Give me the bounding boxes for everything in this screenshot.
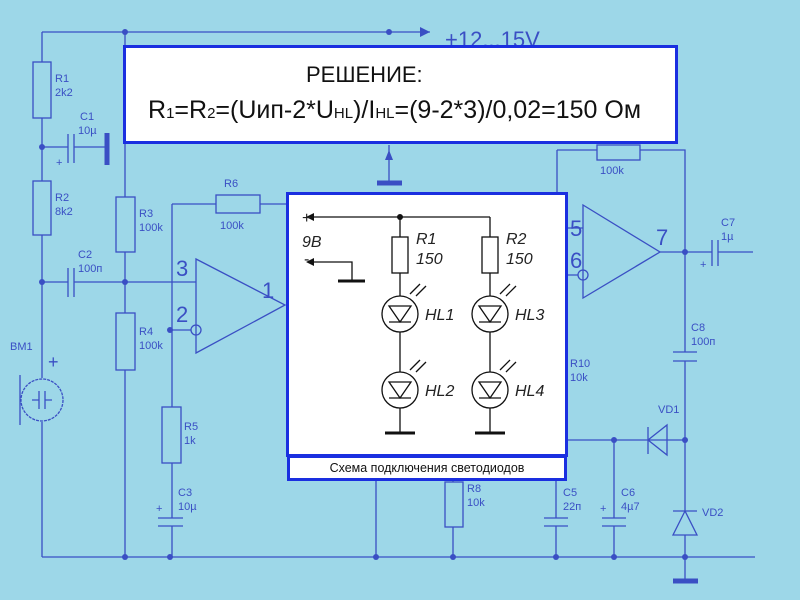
c1-plus: +: [56, 157, 62, 169]
r2-label: R2: [55, 192, 69, 204]
formula-part: )/I: [353, 96, 376, 124]
c8-label: C8: [691, 322, 705, 334]
r4-value: 100k: [139, 340, 163, 352]
r4-label: R4: [139, 326, 153, 338]
c5-value: 22п: [563, 501, 581, 513]
hl2-label: HL2: [425, 383, 454, 400]
resistor-feedback: [596, 144, 641, 161]
r2-name: R2: [506, 231, 527, 248]
feedback-resistor-value: 100k: [600, 165, 624, 177]
c7-plus: +: [700, 259, 706, 271]
resistor-r1: [32, 61, 52, 119]
c2-value: 100п: [78, 263, 102, 275]
r8-label: R8: [467, 483, 481, 495]
formula-sub: 1: [166, 105, 175, 122]
pin-5: 5: [570, 216, 582, 241]
resistor-r2-led: [481, 236, 499, 274]
led-hl4: [471, 359, 517, 409]
resistor-r1-led: [391, 236, 409, 274]
r1-label: R1: [55, 73, 69, 85]
pin-2: 2: [176, 302, 188, 327]
pin-1: 1: [262, 278, 274, 303]
formula-sub: HL: [333, 105, 354, 122]
hl4-label: HL4: [515, 383, 544, 400]
c1-label: C1: [80, 111, 94, 123]
diode-vd2: [671, 509, 699, 536]
resistor-r5: [161, 406, 182, 464]
vd1-label: VD1: [658, 404, 679, 416]
formula-sub: HL: [375, 105, 395, 122]
r1-name: R1: [416, 231, 436, 248]
c7-value: 1µ: [721, 231, 734, 243]
led-hl3: [471, 283, 517, 333]
solution-title: РЕШЕНИЕ:: [306, 62, 423, 87]
led-hl2: [381, 359, 427, 409]
r6-value: 100k: [220, 220, 244, 232]
pin-3: 3: [176, 256, 188, 281]
led-hl1: [381, 283, 427, 333]
formula-part: =(9-2*3)/0,02=150 Ом: [394, 96, 642, 124]
r3-value: 100k: [139, 222, 163, 234]
c3-value: 10µ: [178, 501, 197, 513]
op-amp-2: [577, 203, 662, 300]
c3-plus: +: [156, 503, 162, 515]
c6-value: 4µ7: [621, 501, 640, 513]
resistor-r2: [32, 180, 52, 236]
hl3-label: HL3: [515, 307, 544, 324]
r8-value: 10k: [467, 497, 485, 509]
c6-plus: +: [600, 503, 606, 515]
pin-7: 7: [656, 225, 668, 250]
hl1-label: HL1: [425, 307, 454, 324]
c5-label: C5: [563, 487, 577, 499]
vd2-label: VD2: [702, 507, 723, 519]
solution-box: РЕШЕНИЕ: R1=R2=(Uип-2*UHL)/IHL=(9-2*3)/0…: [123, 45, 678, 144]
c3-label: C3: [178, 487, 192, 499]
minus-terminal: -: [304, 251, 309, 268]
c2-label: C2: [78, 249, 92, 261]
bm1-label: BM1: [10, 341, 33, 353]
r10-value: 10k: [570, 372, 588, 384]
resistor-r6: [215, 194, 261, 214]
formula-part: =(Uип-2*U: [215, 96, 334, 124]
formula-sub: 2: [207, 105, 216, 122]
pin-6: 6: [570, 248, 582, 273]
r2-value: 150: [506, 251, 533, 268]
diode-vd1: [567, 423, 685, 457]
led-circuit-caption: Схема подключения светодиодов: [287, 455, 567, 481]
resistor-r4: [115, 312, 136, 371]
formula-part: =R: [174, 96, 208, 124]
r6-label: R6: [224, 178, 238, 190]
resistor-r8: [444, 481, 464, 528]
resistor-r3: [115, 196, 136, 253]
microphone-bm1: [19, 375, 64, 425]
led-circuit-diagram: + 9В - R1 150 R2 150 HL1 HL2 HL3 HL4: [302, 210, 544, 435]
supply-voltage: 9В: [302, 234, 322, 251]
r10-label: R10: [570, 358, 590, 370]
led-circuit-box: + 9В - R1 150 R2 150 HL1 HL2 HL3 HL4: [286, 192, 568, 457]
c7-label: C7: [721, 217, 735, 229]
r2-value: 8k2: [55, 206, 73, 218]
c8-value: 100п: [691, 336, 715, 348]
r5-value: 1k: [184, 435, 196, 447]
r5-label: R5: [184, 421, 198, 433]
c1-value: 10µ: [78, 125, 97, 137]
op-amp-1: [190, 257, 287, 355]
bm1-plus: +: [48, 352, 59, 372]
plus-terminal: +: [302, 210, 311, 227]
c6-label: C6: [621, 487, 635, 499]
r1-value: 150: [416, 251, 443, 268]
r3-label: R3: [139, 208, 153, 220]
r1-value: 2k2: [55, 87, 73, 99]
formula-part: R: [148, 96, 167, 124]
solution-formula: R1=R2=(Uип-2*UHL)/IHL=(9-2*3)/0,02=150 О…: [148, 96, 641, 125]
